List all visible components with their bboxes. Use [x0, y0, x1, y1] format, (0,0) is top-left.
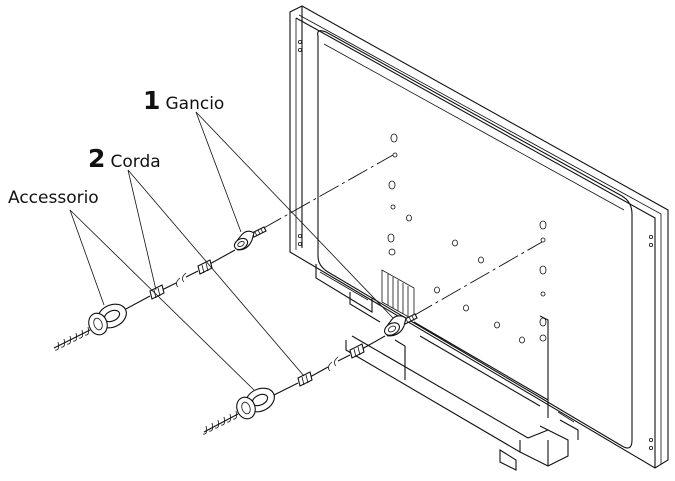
cord-label-text: Corda	[110, 152, 161, 172]
cord-label-number: 2	[88, 144, 106, 173]
upper-cord	[123, 249, 236, 311]
vent-grille	[381, 269, 415, 321]
accessory-label: Accessorio	[8, 190, 99, 207]
cord-label: 2 Corda	[88, 146, 161, 171]
hook-label-number: 1	[143, 86, 161, 115]
hook-label-text: Gancio	[165, 94, 225, 114]
stand-bracket	[315, 264, 579, 471]
lower-accessory	[202, 387, 275, 435]
upper-hook-assembly	[233, 226, 267, 251]
lower-hook-assembly	[383, 313, 418, 337]
upper-screw-path	[261, 154, 394, 230]
lower-screw-path	[412, 241, 543, 317]
accessory-label-text: Accessorio	[8, 188, 99, 208]
leader-lines	[69, 111, 394, 391]
mounting-holes	[387, 133, 547, 344]
hook-label: 1 Gancio	[143, 88, 224, 113]
display-panel	[289, 5, 669, 471]
lower-cord	[271, 335, 386, 397]
upper-accessory	[53, 303, 127, 351]
